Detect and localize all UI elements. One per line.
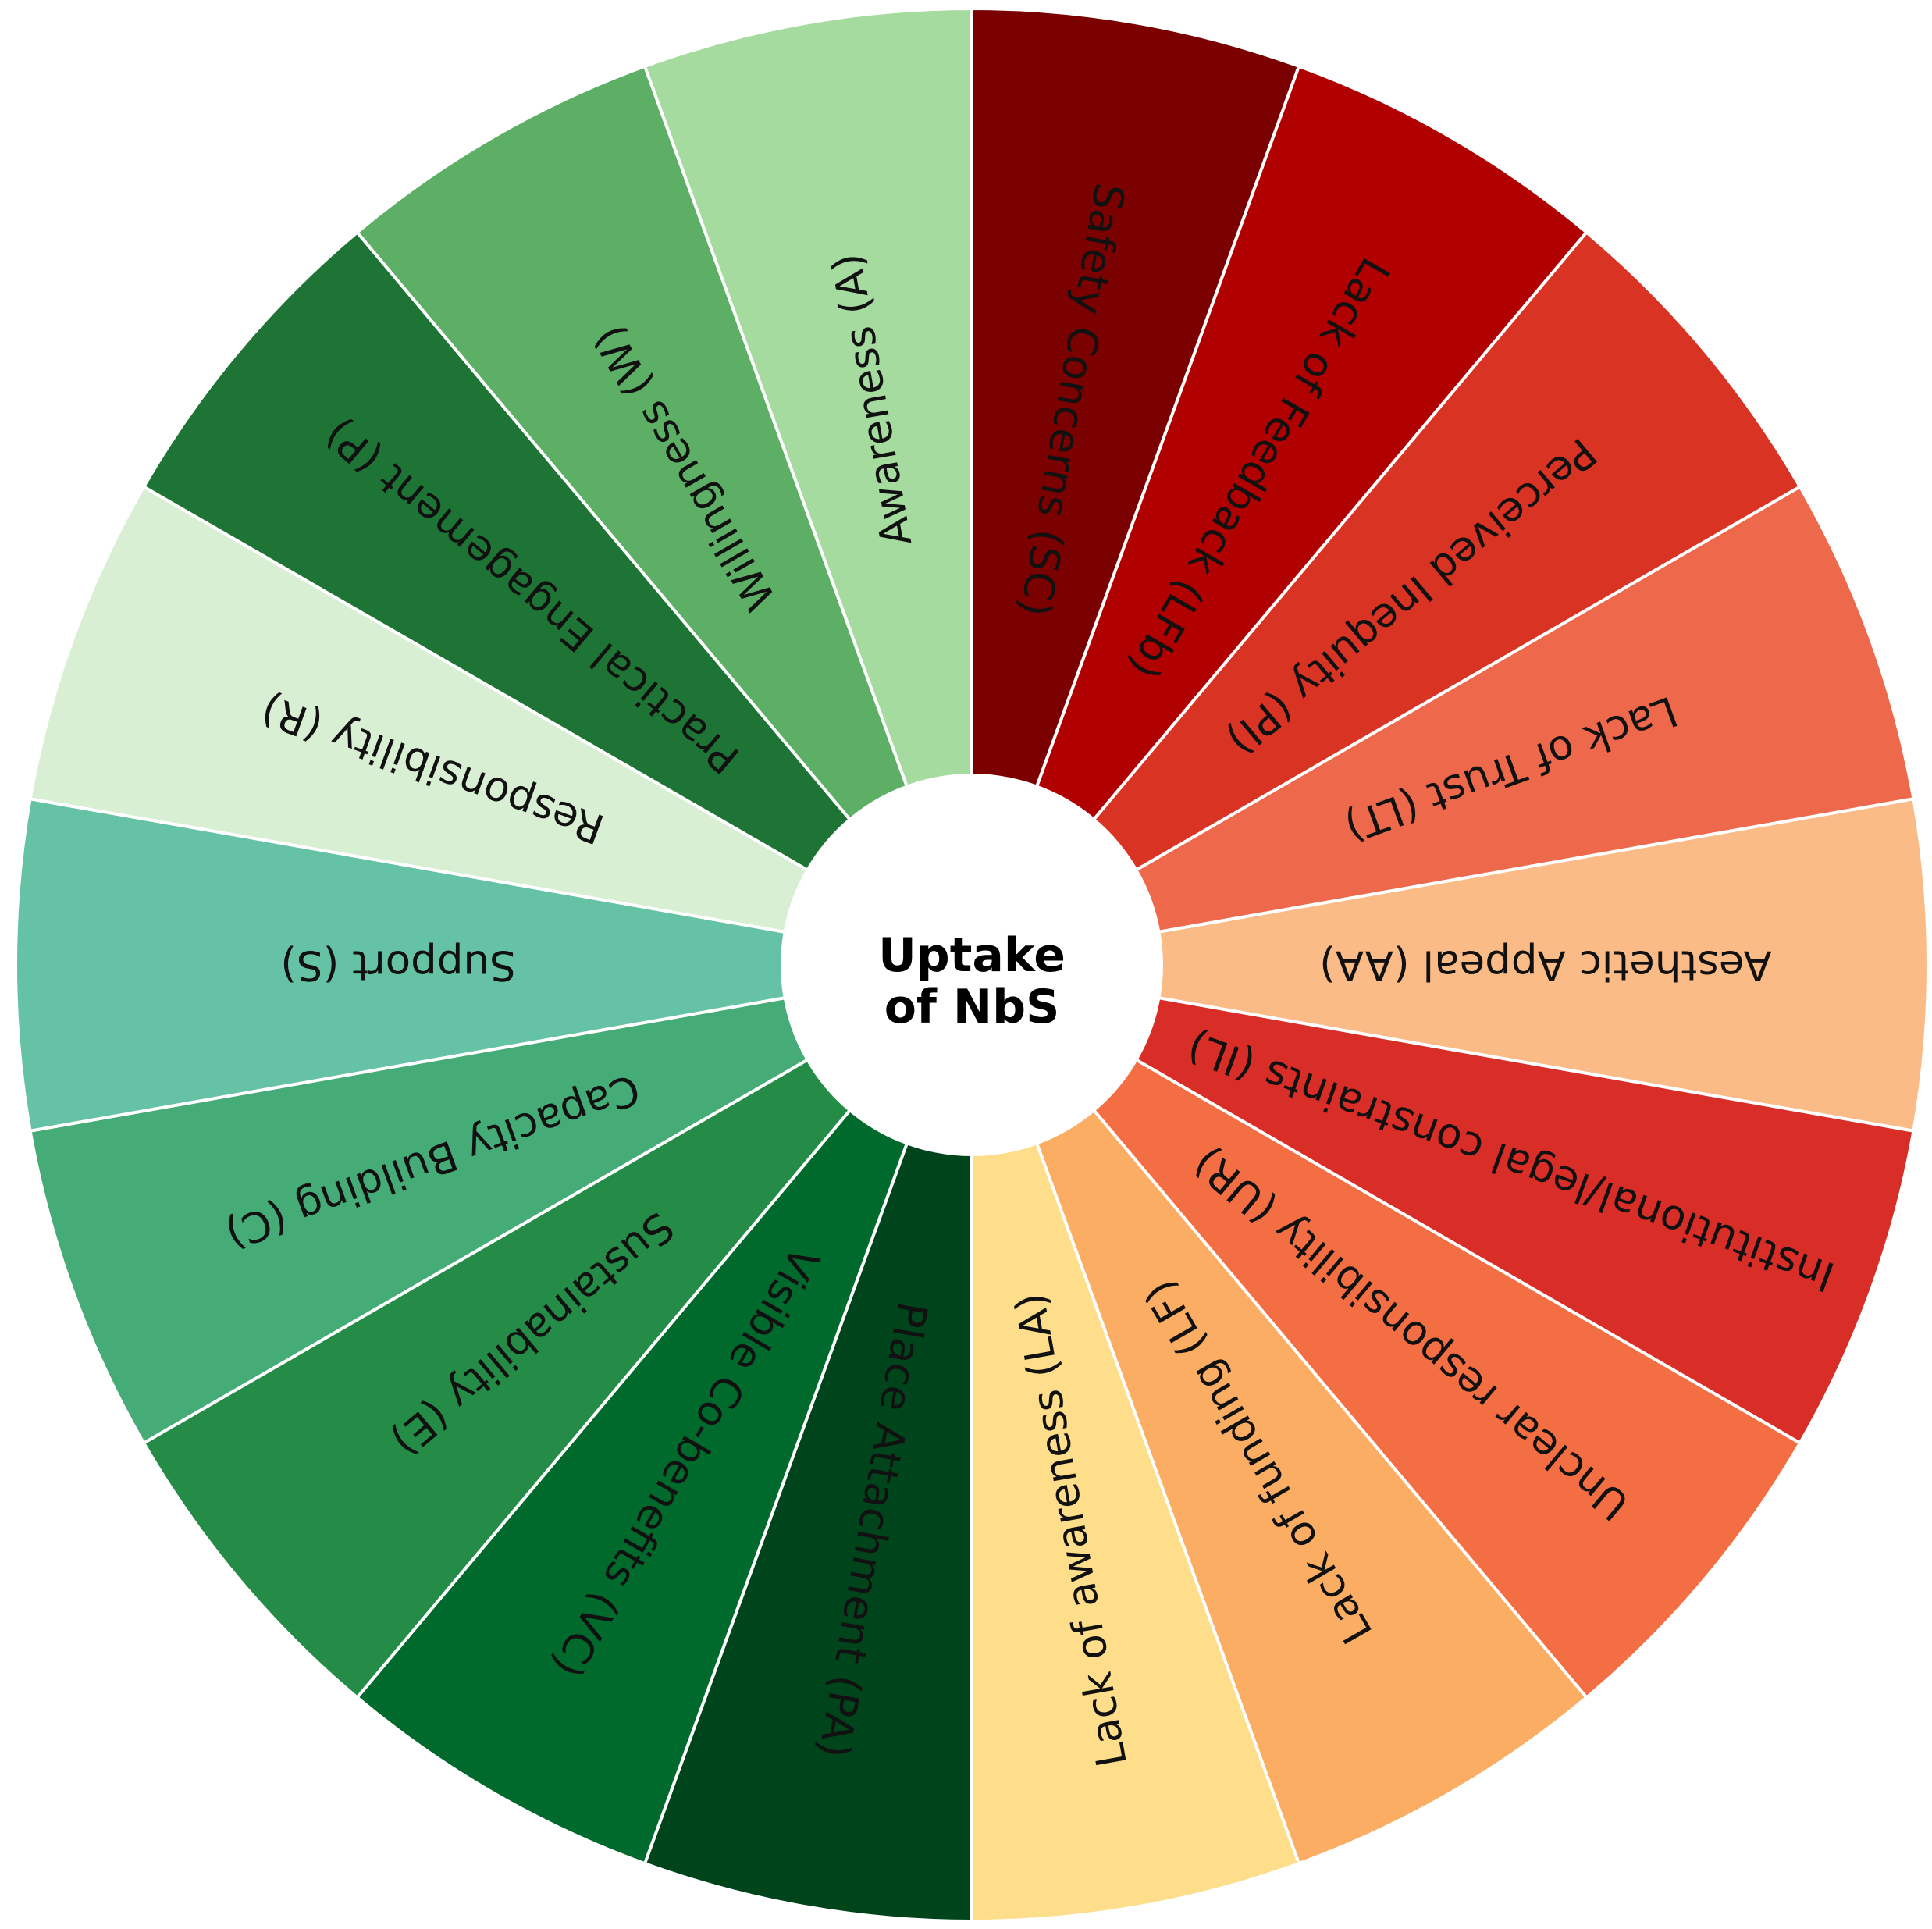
segment-visible-co-benefits-vc xyxy=(354,963,973,1866)
segments-layer xyxy=(14,6,1930,1924)
segment-place-attachment-pa xyxy=(642,964,973,1924)
segment-lack-of-funding-lf xyxy=(970,963,1589,1866)
segment-lack-of-trust-lt xyxy=(970,484,1916,966)
segment-practical-engagement-p xyxy=(141,230,973,966)
segment-willingness-w xyxy=(354,64,973,966)
segment-responsibility-r xyxy=(28,484,973,966)
segment-capacity-building-c xyxy=(28,963,973,1446)
center-title-line2: of NbS xyxy=(884,980,1060,1034)
segment-unclear-responsibility-ur xyxy=(970,963,1802,1700)
segment-label-aesthetic-appeal-aa: Aesthetic Appeal (AA) xyxy=(1319,941,1772,989)
segment-sustainability-e xyxy=(141,963,973,1700)
center-hole xyxy=(781,774,1163,1156)
segment-institutional-legal-constraints-il xyxy=(970,963,1916,1446)
segment-safety-concerns-sc xyxy=(970,6,1301,966)
segment-lack-of-awareness-la xyxy=(970,964,1301,1924)
segment-lack-of-feedback-lfb xyxy=(970,64,1589,966)
center-title-line1: Uptake xyxy=(878,928,1066,983)
segment-aesthetic-appeal-aa xyxy=(971,796,1930,1134)
segment-awareness-a xyxy=(642,6,973,966)
segment-support-s xyxy=(14,796,973,1134)
segment-perceived-inequity-pi xyxy=(970,230,1802,966)
segment-label-support-s: Support (S) xyxy=(280,941,515,989)
